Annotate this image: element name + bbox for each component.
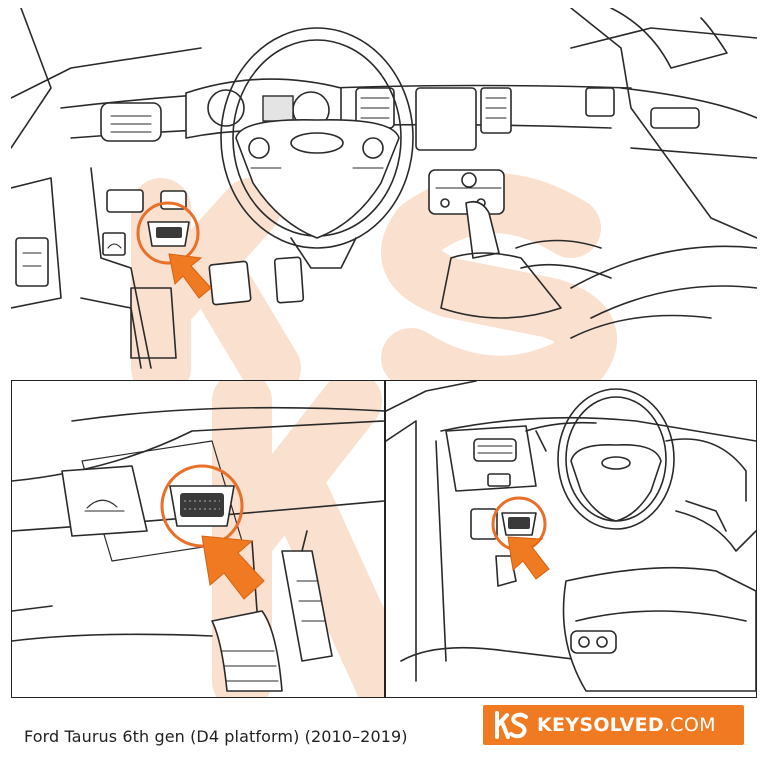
vehicle-caption: Ford Taurus 6th gen (D4 platform) (2010–… xyxy=(24,727,408,746)
ford-logo-emblem xyxy=(290,132,344,154)
pointer-arrow xyxy=(201,535,265,600)
steering-wheel xyxy=(220,27,414,249)
pointer-arrow xyxy=(507,536,550,580)
pointer-arrow xyxy=(168,253,212,299)
close-up-drawing xyxy=(12,381,384,697)
close-up-under-dash-illustration xyxy=(11,380,385,698)
door-view-drawing xyxy=(386,381,756,692)
obd-port-highlight xyxy=(136,201,200,265)
obd-port-highlight xyxy=(160,464,244,548)
dashboard-overview-illustration xyxy=(11,8,757,380)
brand-name-suffix: .COM xyxy=(663,714,716,736)
driver-door-view-illustration xyxy=(385,380,757,698)
obd-port-highlight xyxy=(491,496,547,552)
keysolved-logo: KEYSOLVED.COM xyxy=(483,705,744,745)
brand-name-bold: KEYSOLVED xyxy=(537,714,664,736)
brand-name: KEYSOLVED.COM xyxy=(537,714,716,736)
keysolved-mark-icon xyxy=(495,711,528,739)
dashboard-overview-drawing xyxy=(11,8,757,380)
